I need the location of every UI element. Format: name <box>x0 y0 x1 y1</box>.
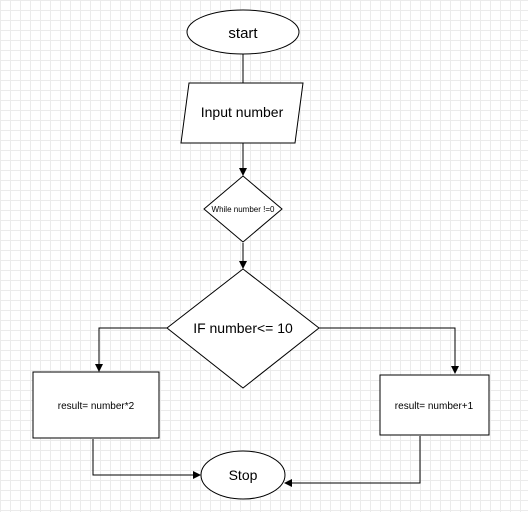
connector-if-to-right-process <box>319 327 459 374</box>
connectors <box>92 54 459 487</box>
stop-node: Stop <box>200 450 286 500</box>
right-process-label: result= number+1 <box>395 401 474 412</box>
if-label: IF number<= 10 <box>193 320 293 336</box>
connector-if-to-left-process <box>95 327 167 372</box>
if-decision-node: IF number<= 10 <box>166 268 320 389</box>
start-node: start <box>186 9 300 55</box>
input-label: Input number <box>201 104 284 120</box>
left-process-label: result= number*2 <box>58 401 135 412</box>
connector-right-process-to-stop <box>284 436 421 487</box>
stop-label: Stop <box>229 467 258 483</box>
while-decision-node: While number !=0 <box>203 175 283 243</box>
start-label: start <box>228 25 258 42</box>
input-node: Input number <box>180 82 304 144</box>
left-process-node: result= number*2 <box>32 371 160 439</box>
connector-left-process-to-stop <box>92 439 201 479</box>
right-process-node: result= number+1 <box>379 374 490 436</box>
while-label: While number !=0 <box>212 205 275 214</box>
